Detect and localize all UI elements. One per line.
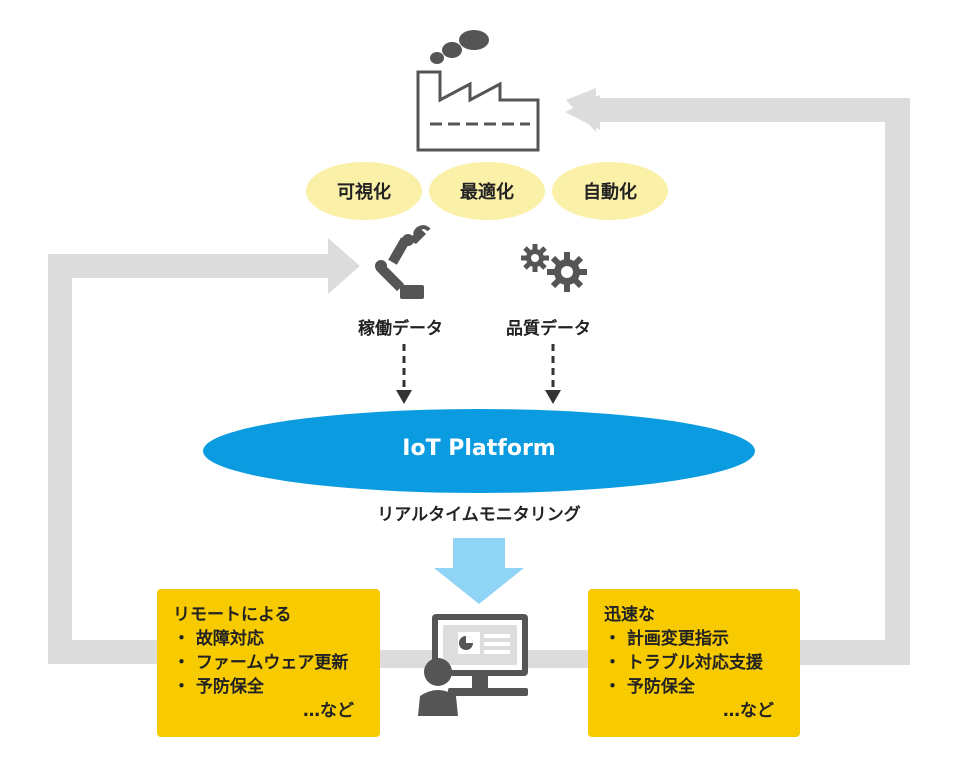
remote-actions-etc: …など bbox=[303, 701, 354, 721]
smoke-icon bbox=[430, 30, 489, 64]
operation-data-arrow bbox=[396, 344, 412, 404]
quality-data-arrow bbox=[545, 344, 561, 404]
rapid-action-item: ・ トラブル対応支援 bbox=[604, 653, 763, 673]
remote-actions-box: リモートによる ・ 故障対応 ・ ファームウェア更新 ・ 予防保全 …など bbox=[157, 589, 380, 737]
right-loop-arrowhead bbox=[565, 95, 600, 130]
rapid-actions-box: 迅速な ・ 計画変更指示 ・ トラブル対応支援 ・ 予防保全 …など bbox=[588, 589, 800, 737]
rapid-actions-etc: …など bbox=[723, 701, 774, 721]
operation-data-label: 稼働データ bbox=[358, 319, 443, 339]
right-loop-top bbox=[597, 98, 910, 122]
monitoring-down-arrow bbox=[434, 538, 524, 604]
left-loop-bottom bbox=[48, 640, 160, 664]
robot-arm-icon bbox=[375, 225, 431, 299]
left-loop-top bbox=[48, 254, 338, 278]
factory-icon bbox=[416, 70, 540, 152]
benefit-visualization: 可視化 bbox=[306, 162, 422, 220]
iot-platform-ellipse bbox=[203, 409, 755, 493]
rapid-action-item: ・ 予防保全 bbox=[604, 677, 695, 697]
remote-action-item: ・ ファームウェア更新 bbox=[173, 653, 349, 673]
rapid-action-item: ・ 計画変更指示 bbox=[604, 629, 729, 649]
remote-action-item: ・ 予防保全 bbox=[173, 677, 264, 697]
rapid-actions-heading: 迅速な bbox=[604, 605, 655, 625]
remote-actions-heading: リモートによる bbox=[173, 605, 292, 625]
remote-action-item: ・ 故障対応 bbox=[173, 629, 264, 649]
benefit-optimization: 最適化 bbox=[429, 162, 545, 220]
gears-icon bbox=[521, 244, 587, 292]
operator-monitor-icon bbox=[418, 614, 528, 716]
left-loop-vertical bbox=[48, 254, 72, 663]
realtime-monitoring-label: リアルタイムモニタリング bbox=[377, 505, 581, 525]
iot-platform-label: IoT Platform bbox=[402, 436, 556, 461]
left-loop-arrowhead bbox=[328, 238, 360, 294]
quality-data-label: 品質データ bbox=[506, 319, 591, 339]
benefit-automation: 自動化 bbox=[552, 162, 668, 220]
